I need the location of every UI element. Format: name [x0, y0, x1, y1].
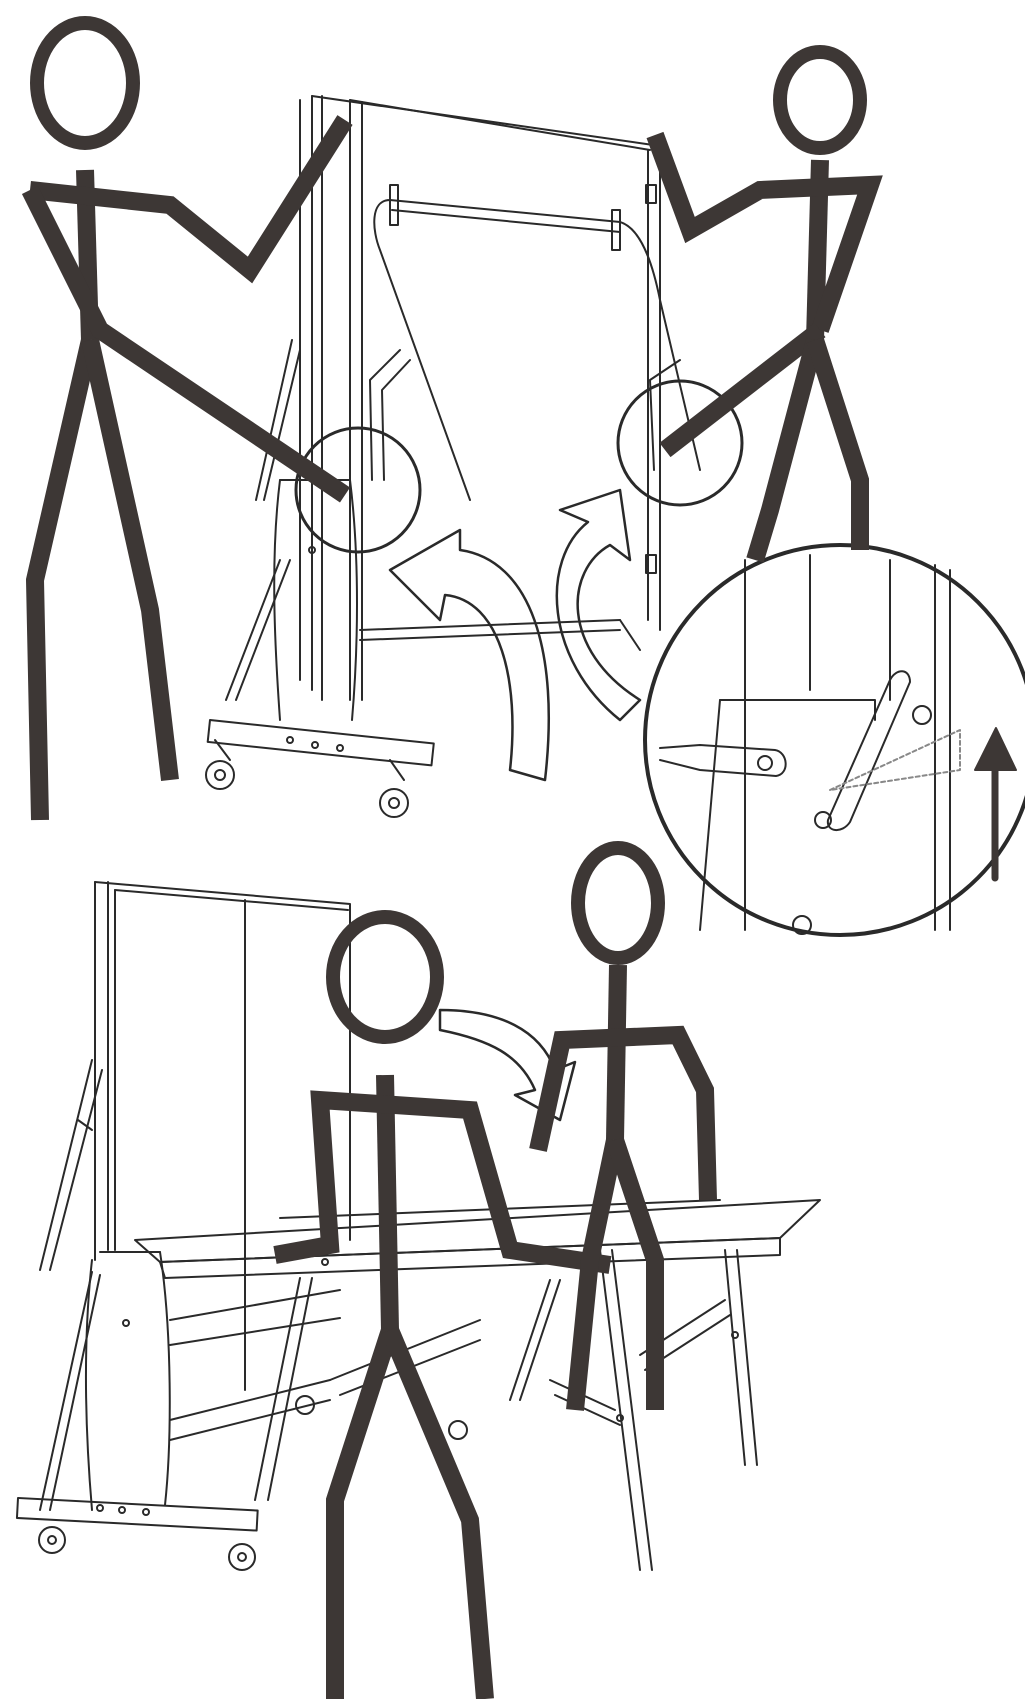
rotate-arrow-right-icon: [557, 490, 640, 720]
zoom-circle-left: [296, 428, 420, 552]
person-top-right: [655, 52, 870, 560]
person-bottom-back: [538, 848, 708, 1410]
rotate-arrow-left-icon: [390, 530, 549, 780]
detail-callout: [645, 545, 1025, 935]
person-top-left: [30, 23, 345, 820]
unfolded-table-bottom: [17, 882, 820, 1570]
